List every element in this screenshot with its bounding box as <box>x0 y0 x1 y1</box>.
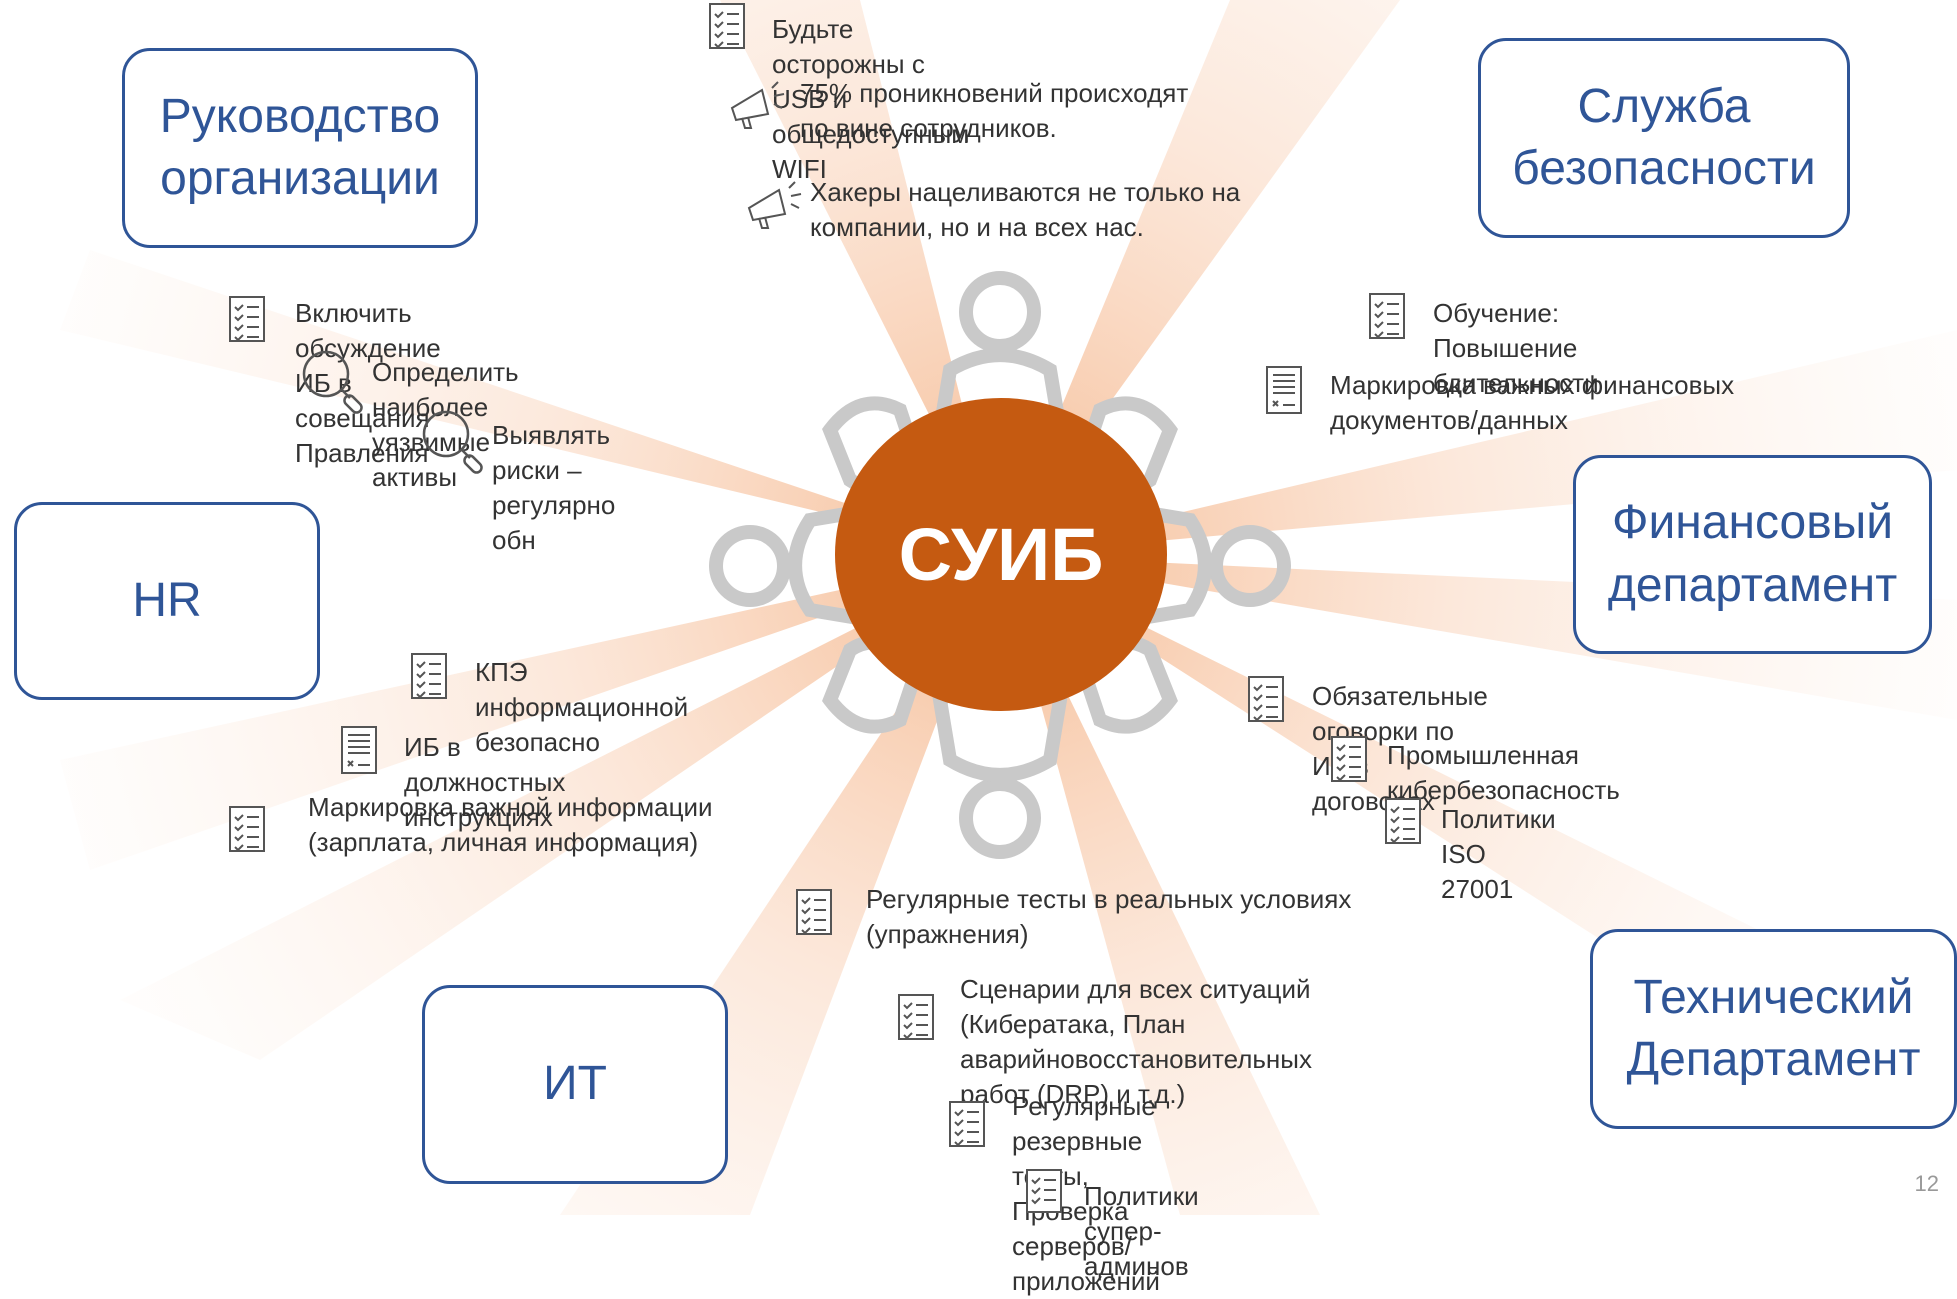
megaphone-icon <box>728 80 788 130</box>
department-technical: Технический Департамент <box>1590 929 1957 1129</box>
item-text: Политики ISO 27001 <box>1441 804 1556 904</box>
checklist-icon <box>708 2 746 50</box>
checklist-icon <box>1330 735 1368 783</box>
item-text: Промышленная кибербезопасность <box>1387 740 1620 805</box>
ray <box>60 555 1000 870</box>
checklist-icon <box>228 805 266 853</box>
item-text: Будьте осторожны с USB и общедоступным W… <box>772 14 970 184</box>
checklist-icon <box>1384 797 1422 845</box>
magnifier-icon <box>420 410 490 476</box>
item-text: Маркировка важных финансовых документов/… <box>1330 370 1735 435</box>
document-icon <box>340 725 378 775</box>
checklist-icon <box>948 1100 986 1148</box>
item-text: КПЭ информационной безопасно <box>475 657 689 757</box>
checklist-icon <box>1368 292 1406 340</box>
page-number: 12 <box>1914 1171 1939 1196</box>
item-text: Сценарии для всех ситуаций (Кибератака, … <box>960 974 1312 1109</box>
item-text: 75% проникновений происходят по вине сот… <box>800 78 1189 143</box>
checklist-icon <box>1025 1168 1063 1214</box>
ray <box>120 555 1000 1060</box>
item-text: Обучение: Повышение бдительности <box>1433 298 1599 398</box>
document-icon <box>1265 365 1303 415</box>
checklist-icon <box>897 993 935 1041</box>
item-text: Выявлять риски – регулярно обн <box>492 420 616 555</box>
department-hr: HR <box>14 502 320 700</box>
item-text: Определить наиболее уязвимые активы <box>372 357 519 492</box>
department-finance: Финансовый департамент <box>1573 455 1932 654</box>
department-it: ИТ <box>422 985 728 1184</box>
checklist-icon <box>1247 675 1285 723</box>
item-text: Политики супер-админов <box>1084 1181 1199 1281</box>
item-text: Включить обсуждение ИБ в совещания Правл… <box>295 298 441 468</box>
item-text: Регулярные тесты в реальных условиях (уп… <box>866 884 1352 949</box>
megaphone-icon <box>745 180 805 230</box>
item-text: ИБ в должностных инструкциях <box>404 732 566 832</box>
department-security: Служба безопасности <box>1478 38 1850 238</box>
checklist-icon <box>795 888 833 936</box>
item-text: Маркировка важной информации (зарплата, … <box>308 792 713 857</box>
checklist-icon <box>410 652 448 700</box>
department-management: Руководство организации <box>122 48 478 248</box>
magnifier-icon <box>300 350 370 416</box>
ray <box>60 250 1000 555</box>
item-text: Хакеры нацеливаются не только на компани… <box>810 177 1241 242</box>
ray <box>1000 555 1320 1215</box>
checklist-icon <box>228 295 266 343</box>
ray <box>1000 330 1957 555</box>
center-label: СУИБ <box>835 398 1167 711</box>
